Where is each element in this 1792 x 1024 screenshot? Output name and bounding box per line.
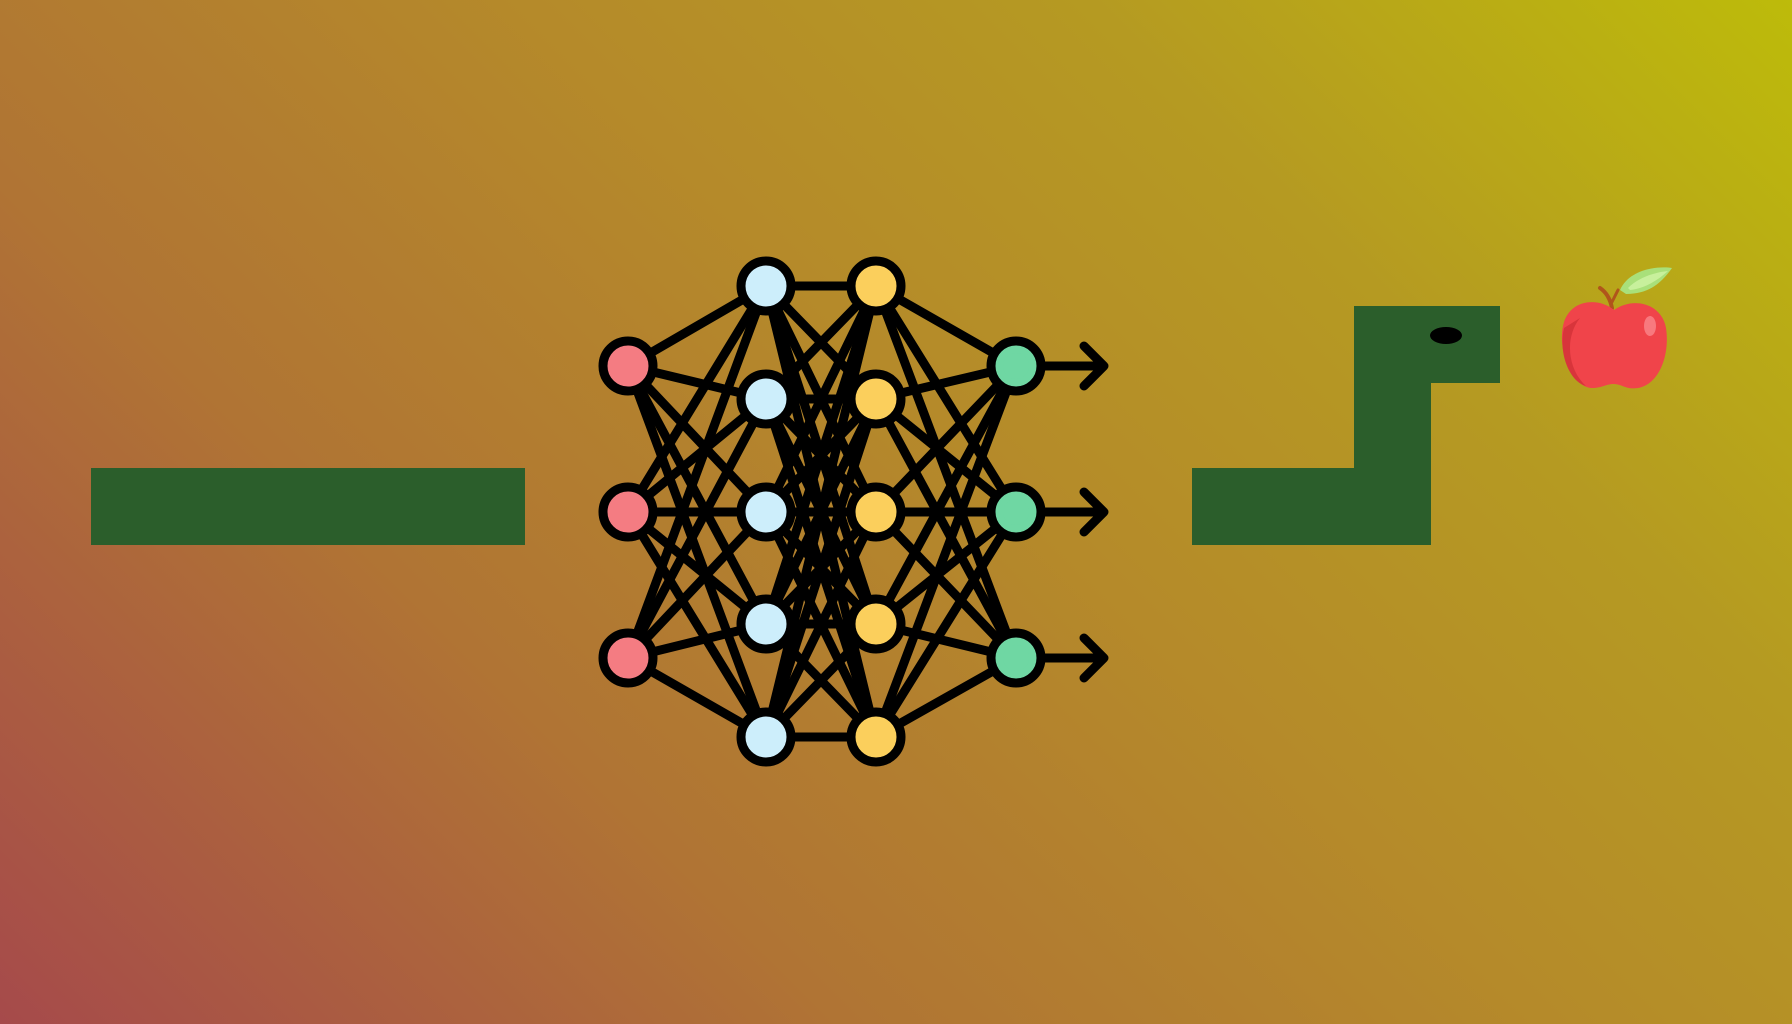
right-snake-head [1354,306,1500,383]
network-connection [871,281,1021,517]
network-connection [871,507,1021,629]
network-connection [623,361,771,517]
network-connection [871,361,1021,742]
network-connection [623,507,771,742]
network-connection [623,507,771,629]
network-connection [623,394,771,663]
network-connection [871,507,1021,663]
network-connection [871,507,1021,742]
left-snake-body [91,468,525,545]
network-connection [761,394,881,742]
network-connection [871,394,1021,663]
network-connection [623,361,771,742]
network-connection [623,281,771,517]
network-connection [871,281,1021,663]
network-connection [761,281,881,742]
output-arrow-icon [1037,341,1109,391]
output-arrow-icon [1037,633,1109,683]
network-connection [623,394,771,517]
network-connection [871,361,1021,629]
network-connection [761,507,881,742]
apple-leaf-highlight [1628,271,1668,290]
network-connection [623,361,771,629]
network-connection [623,281,771,663]
snake-eye-icon [1430,327,1462,344]
network-connection [623,507,771,663]
output-arrow-icon [1037,487,1109,537]
apple-fruit [1561,302,1667,389]
network-connection [871,361,1021,517]
apple-icon [1561,267,1672,389]
network-connection [761,281,881,517]
network-connection [871,394,1021,517]
